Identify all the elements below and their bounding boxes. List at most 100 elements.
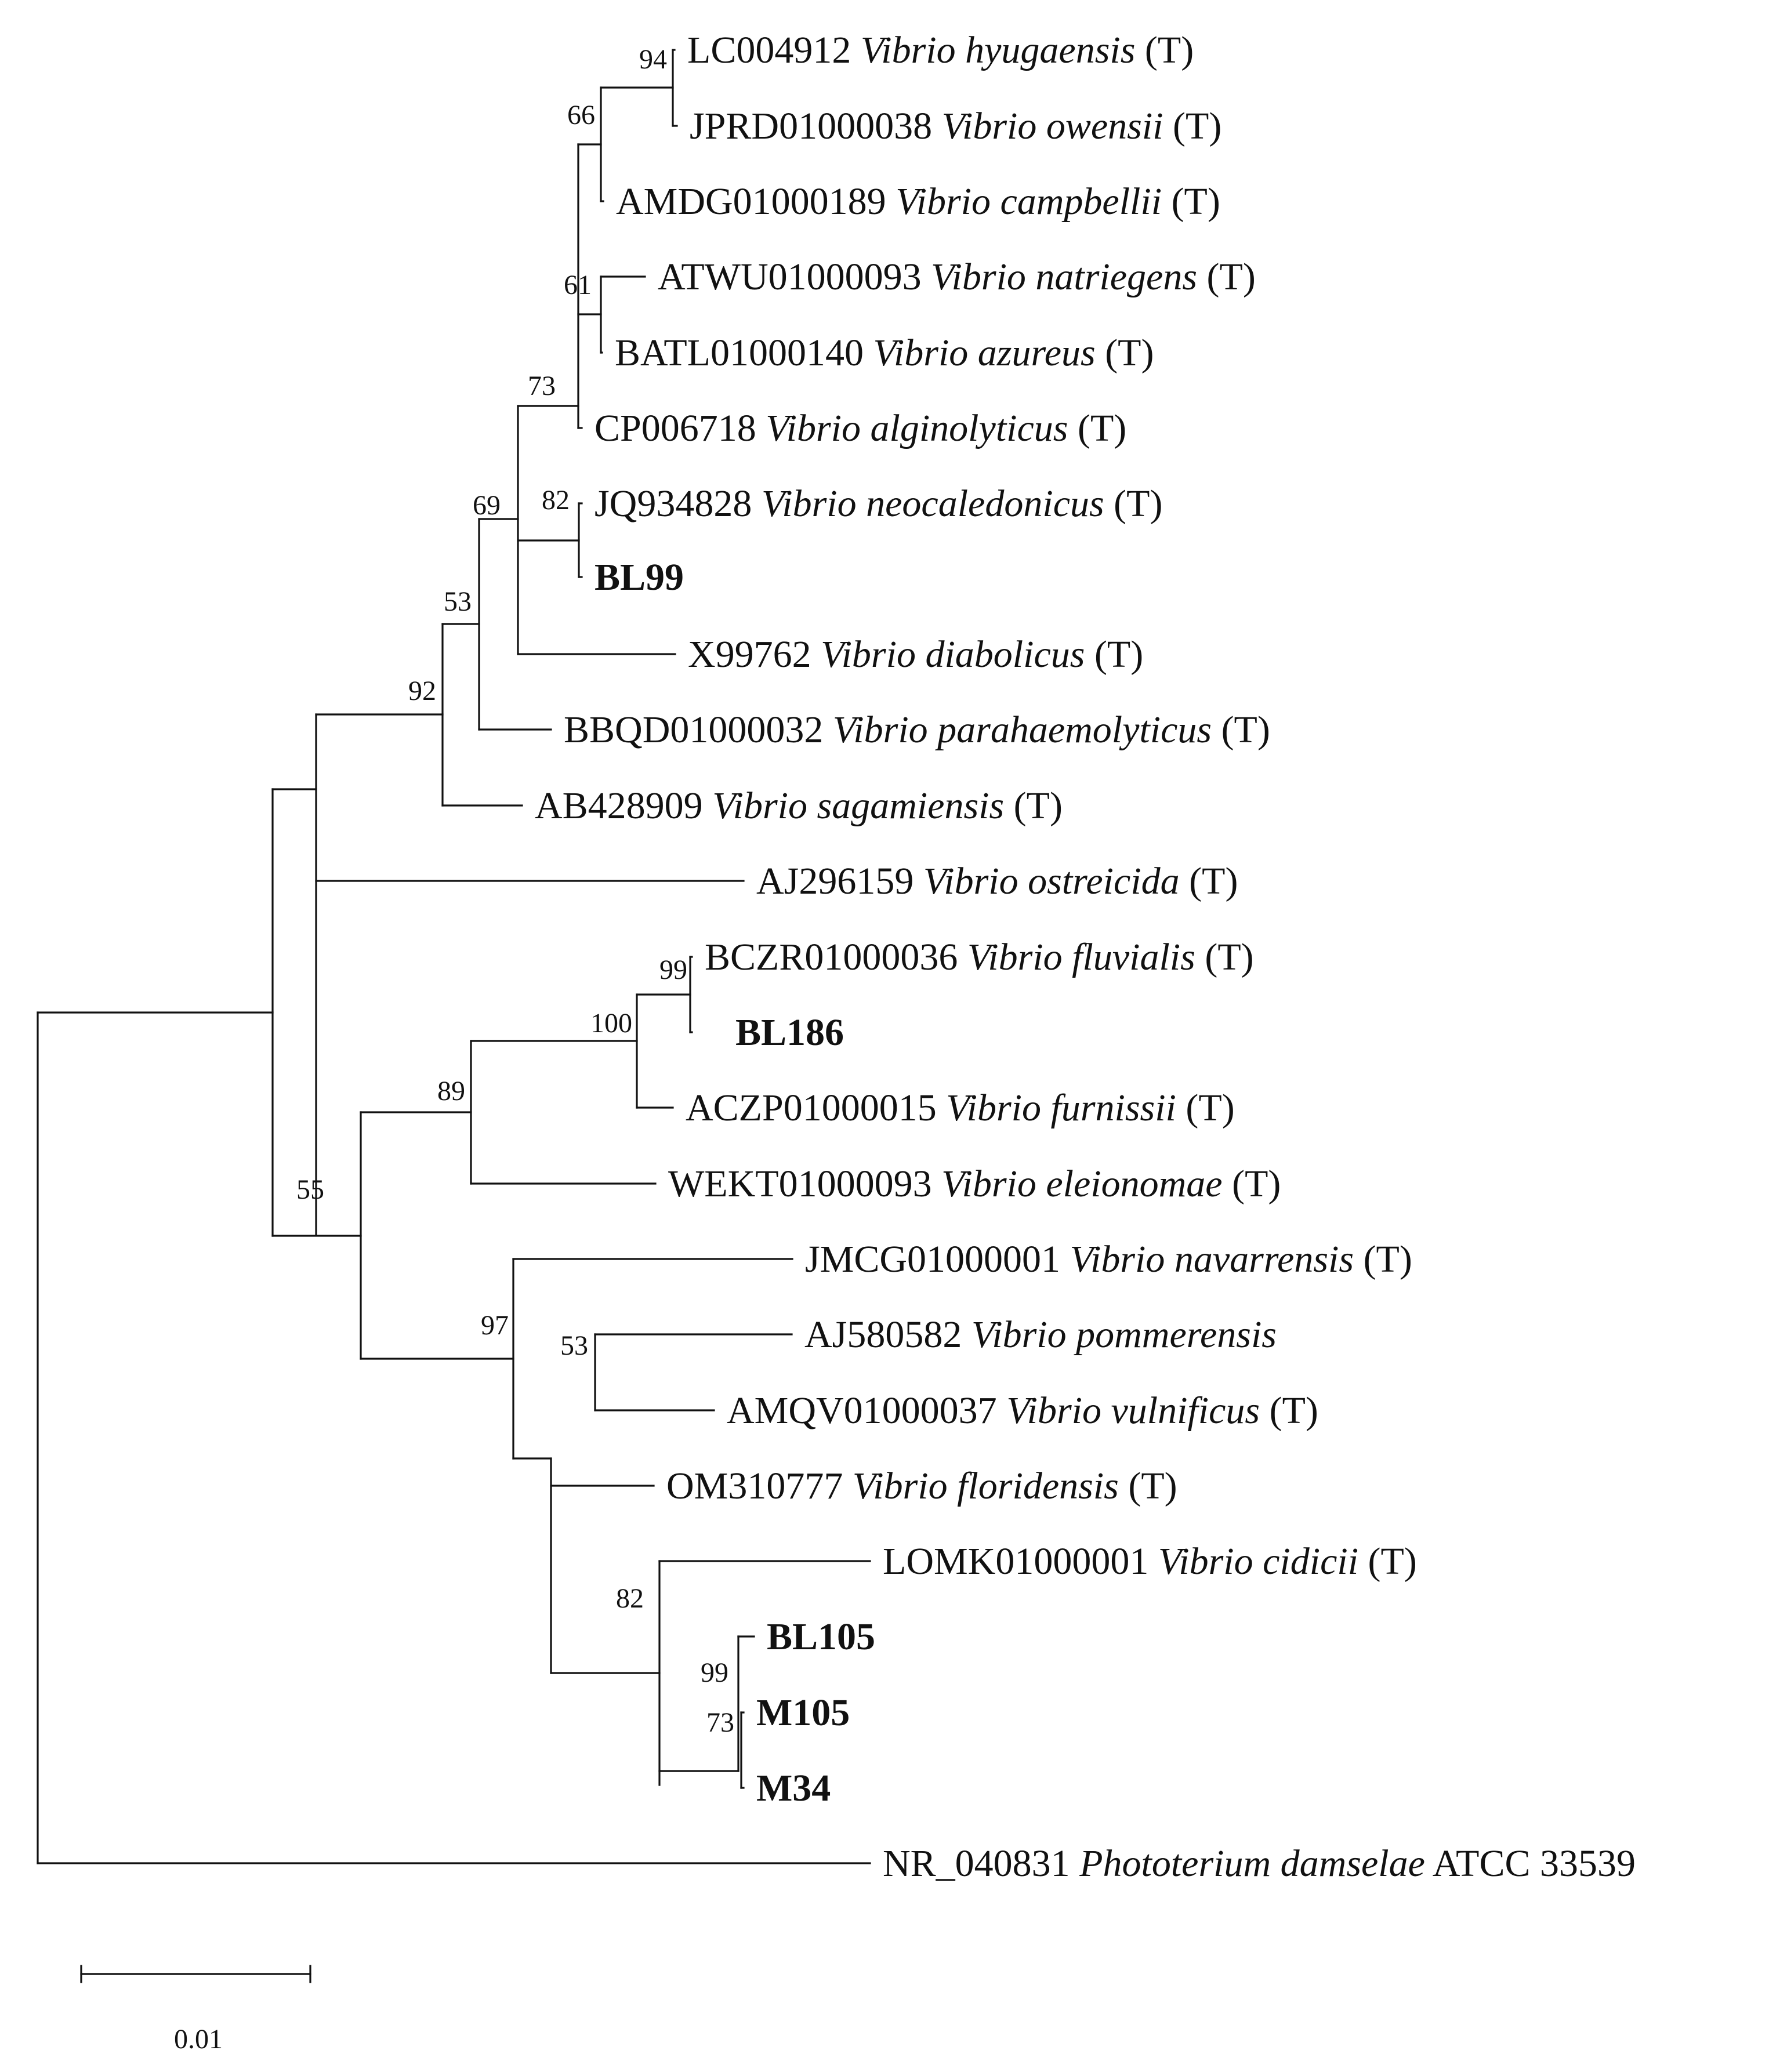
bootstrap-fluvialis-BL186: 99 <box>659 955 687 985</box>
leaf-label-l19: AMQV01000037 Vibrio vulnificus (T) <box>727 1389 1318 1432</box>
type-strain-marker: (T) <box>1212 709 1270 751</box>
type-strain-marker: ATCC 33539 <box>1425 1842 1636 1885</box>
species-name: Vibrio vulnificus <box>997 1389 1260 1432</box>
accession: BCZR01000036 <box>705 936 958 978</box>
type-strain-marker: (T) <box>1162 180 1220 223</box>
type-strain-marker: (T) <box>1180 860 1238 902</box>
type-strain-marker: (T) <box>1197 256 1256 298</box>
leaf-label-l20: OM310777 Vibrio floridensis (T) <box>666 1465 1177 1507</box>
type-strain-marker: (T) <box>1119 1465 1177 1507</box>
leaf-label-l25: NR_040831 Phototerium damselae ATCC 3353… <box>883 1842 1636 1885</box>
accession: WEKT01000093 <box>668 1163 932 1205</box>
species-name: Vibrio ostreicida <box>913 860 1179 902</box>
type-strain-marker: (T) <box>1358 1540 1417 1583</box>
type-strain-marker: (T) <box>1223 1163 1281 1205</box>
leaf-label-l12: AJ296159 Vibrio ostreicida (T) <box>756 860 1238 902</box>
leaf-label-l13: BCZR01000036 Vibrio fluvialis (T) <box>705 936 1254 978</box>
accession: AMDG01000189 <box>616 180 886 223</box>
accession: M105 <box>756 1692 850 1734</box>
bootstrap-natriegens-azureus: 61 <box>564 270 592 300</box>
leaf-label-l23: M105 <box>756 1692 850 1734</box>
accession: AB428909 <box>535 785 703 827</box>
accession: LC004912 <box>687 29 851 71</box>
accession: X99762 <box>688 633 811 676</box>
species-name: Vibrio eleionomae <box>932 1163 1223 1205</box>
species-name: Vibrio hyugaensis <box>851 29 1135 71</box>
type-strain-marker: (T) <box>1135 29 1194 71</box>
bootstrap-fluvialis-eleionomae: 89 <box>437 1076 465 1106</box>
leaf-label-l10: BBQD01000032 Vibrio parahaemolyticus (T) <box>564 709 1270 751</box>
species-name: Vibrio fluvialis <box>958 936 1195 978</box>
leaf-label-l9: X99762 Vibrio diabolicus (T) <box>688 633 1143 676</box>
accession: BL186 <box>735 1011 844 1054</box>
bootstrap-fluvialis-furnissii: 100 <box>590 1008 632 1039</box>
accession: BBQD01000032 <box>564 709 823 751</box>
leaf-label-l18: AJ580582 Vibrio pommerensis <box>804 1313 1277 1356</box>
type-strain-marker: (T) <box>1354 1238 1412 1280</box>
type-strain-marker: (T) <box>1068 407 1126 449</box>
leaf-label-l4: ATWU01000093 Vibrio natriegens (T) <box>658 256 1256 298</box>
leaf-label-l2: JPRD01000038 Vibrio owensii (T) <box>690 105 1221 147</box>
bootstrap-pommerensis-vulnificus: 53 <box>560 1330 588 1361</box>
species-name: Vibrio azureus <box>864 332 1096 374</box>
accession: ATWU01000093 <box>658 256 922 298</box>
leaf-label-l14: BL186 <box>735 1011 844 1054</box>
type-strain-marker: (T) <box>1260 1389 1318 1432</box>
accession: OM310777 <box>666 1465 843 1507</box>
type-strain-marker: (T) <box>1176 1087 1235 1129</box>
bootstrap-neocaledonicus-BL99: 82 <box>542 485 570 516</box>
bootstrap-navarrensis-vulnificus: 97 <box>481 1310 509 1341</box>
leaf-label-l11: AB428909 Vibrio sagamiensis (T) <box>535 785 1063 827</box>
accession: ACZP01000015 <box>686 1087 937 1129</box>
species-name: Vibrio owensii <box>932 105 1163 147</box>
type-strain-marker: (T) <box>1004 785 1063 827</box>
type-strain-marker: (T) <box>1096 332 1154 374</box>
species-name: Vibrio navarrensis <box>1060 1238 1354 1280</box>
bootstrap-cidicii-strains: 82 <box>616 1583 644 1614</box>
accession: JMCG01000001 <box>805 1238 1060 1280</box>
leaf-label-l22: BL105 <box>767 1616 875 1658</box>
leaf-label-l24: M34 <box>756 1767 831 1809</box>
leaf-label-l7: JQ934828 Vibrio neocaledonicus (T) <box>594 482 1162 525</box>
species-name: Vibrio alginolyticus <box>756 407 1068 449</box>
leaf-labels: LC004912 Vibrio hyugaensis (T)JPRD010000… <box>535 29 1636 1885</box>
species-name: Vibrio pommerensis <box>962 1313 1277 1356</box>
type-strain-marker: (T) <box>1085 633 1143 676</box>
bootstrap-fluvialis-vulnificus: 55 <box>296 1174 324 1205</box>
leaf-label-l15: ACZP01000015 Vibrio furnissii (T) <box>686 1087 1235 1129</box>
species-name: Vibrio furnissii <box>937 1087 1176 1129</box>
leaf-label-l17: JMCG01000001 Vibrio navarrensis (T) <box>805 1238 1412 1280</box>
species-name: Vibrio natriegens <box>922 256 1197 298</box>
accession: AMQV01000037 <box>727 1389 997 1432</box>
accession: BATL01000140 <box>615 332 864 374</box>
species-name: Vibrio floridensis <box>843 1465 1118 1507</box>
bootstrap-harveyi-alginolyticus: 73 <box>528 371 556 401</box>
accession: CP006718 <box>594 407 756 449</box>
accession: NR_040831 <box>883 1842 1070 1885</box>
bootstrap-hyugaensis-owensii: 94 <box>639 44 667 75</box>
leaf-label-l16: WEKT01000093 Vibrio eleionomae (T) <box>668 1163 1281 1205</box>
tree-branches <box>37 49 871 1864</box>
species-name: Phototerium damselae <box>1070 1842 1425 1885</box>
bootstrap-M105-M34: 73 <box>706 1707 734 1738</box>
type-strain-marker: (T) <box>1104 482 1163 525</box>
bootstrap-harveyi-diabolicus: 69 <box>473 490 501 521</box>
scale-bar: 0.01 <box>80 1965 311 2055</box>
type-strain-marker: (T) <box>1163 105 1222 147</box>
accession: M34 <box>756 1767 831 1809</box>
leaf-label-l3: AMDG01000189 Vibrio campbellii (T) <box>616 180 1220 223</box>
accession: JPRD01000038 <box>690 105 932 147</box>
accession: AJ580582 <box>804 1313 962 1356</box>
accession: JQ934828 <box>594 482 752 525</box>
leaf-label-l8: BL99 <box>594 556 684 598</box>
bootstrap-hyugaensis-campbellii: 66 <box>567 100 595 130</box>
leaf-label-l6: CP006718 Vibrio alginolyticus (T) <box>594 407 1126 449</box>
accession: BL105 <box>767 1616 875 1658</box>
species-name: Vibrio cidicii <box>1148 1540 1358 1583</box>
accession: AJ296159 <box>756 860 913 902</box>
accession: BL99 <box>594 556 684 598</box>
type-strain-marker: (T) <box>1195 936 1254 978</box>
leaf-label-l5: BATL01000140 Vibrio azureus (T) <box>615 332 1154 374</box>
